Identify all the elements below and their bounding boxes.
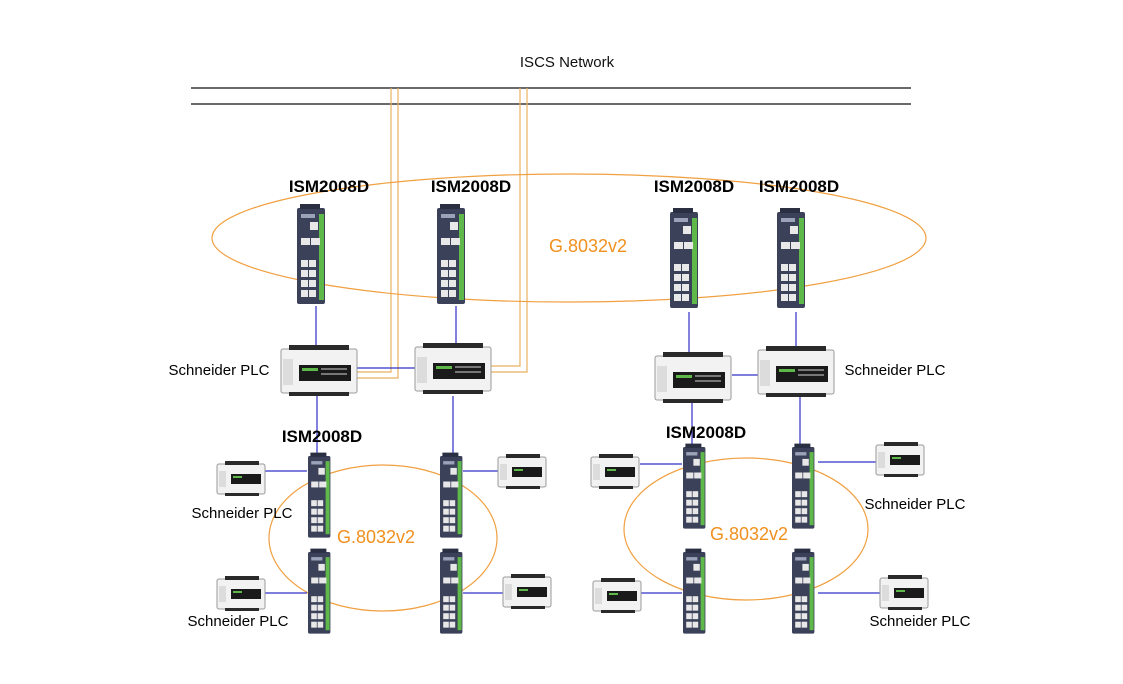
switch-top-1 — [297, 204, 325, 304]
switch-bl-2 — [440, 452, 463, 538]
bottom-left-ring-label: G.8032v2 — [337, 527, 415, 547]
plc-main-3 — [654, 351, 732, 404]
bottom-right-ring — [623, 457, 869, 601]
bottom-right-ring-label: G.8032v2 — [710, 524, 788, 544]
plc-br-2 — [875, 441, 925, 478]
uplink-plc-2 — [491, 88, 528, 373]
switch-top-2-label: ISM2008D — [431, 177, 511, 196]
plc-bl-bottom-label: Schneider PLC — [188, 613, 289, 630]
switch-top-4-label: ISM2008D — [759, 177, 839, 196]
switch-bottom-left-label: ISM2008D — [282, 427, 362, 446]
switch-top-4 — [777, 208, 805, 308]
switch-br-1 — [683, 443, 706, 529]
plc-bl-1 — [216, 460, 266, 497]
plc-bl-top-label: Schneider PLC — [192, 505, 293, 522]
plc-main-1 — [280, 344, 358, 397]
plc-br-bottom-label: Schneider PLC — [870, 613, 971, 630]
plc-main-4 — [757, 345, 835, 398]
plc-bl-4 — [502, 573, 552, 610]
plc-bl-2 — [497, 453, 547, 490]
switch-br-3 — [683, 548, 706, 634]
switch-br-4 — [792, 548, 815, 634]
plc-br-1 — [590, 453, 640, 490]
top-ring-label: G.8032v2 — [549, 236, 627, 256]
iscs-network-label: ISCS Network — [520, 54, 615, 71]
bottom-left-ring — [268, 464, 498, 612]
plc-br-4 — [879, 574, 929, 611]
switch-br-2 — [792, 443, 815, 529]
switch-top-3-label: ISM2008D — [654, 177, 734, 196]
top-ring — [211, 173, 927, 303]
switch-top-2 — [437, 204, 465, 304]
plc-main-left-label: Schneider PLC — [169, 362, 270, 379]
switch-bl-4 — [440, 548, 463, 634]
switch-top-3 — [670, 208, 698, 308]
switch-bl-3 — [308, 548, 331, 634]
switch-bl-1 — [308, 452, 331, 538]
switch-top-1-label: ISM2008D — [289, 177, 369, 196]
plc-bl-3 — [216, 575, 266, 612]
plc-br-3 — [592, 577, 642, 614]
network-links — [265, 306, 880, 594]
plc-main-right-label: Schneider PLC — [845, 362, 946, 379]
plc-main-2 — [414, 342, 492, 395]
switch-bottom-right-label: ISM2008D — [666, 423, 746, 442]
uplink-plc-1 — [357, 88, 399, 379]
plc-br-top-label: Schneider PLC — [865, 496, 966, 513]
